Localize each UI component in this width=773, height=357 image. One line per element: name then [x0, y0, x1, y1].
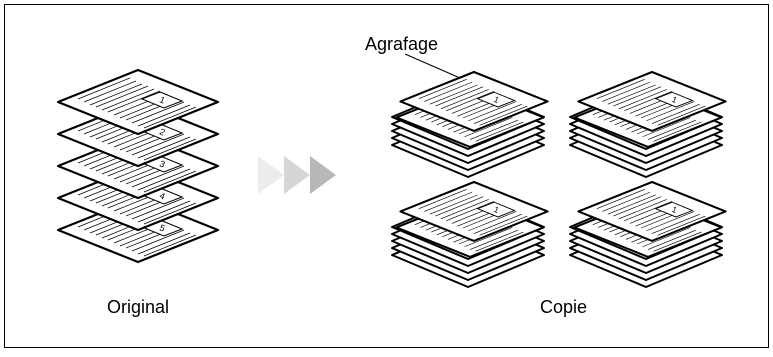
- copy-page-1: 1: [399, 70, 549, 132]
- page-number: 1: [671, 95, 679, 105]
- arrow-chevron: [258, 156, 284, 194]
- copy-set: 21: [391, 70, 549, 178]
- page-number: 1: [493, 205, 501, 215]
- original-page-4: 4: [56, 164, 220, 232]
- copy-sets: 21212121: [391, 70, 727, 288]
- original-stack: 5 4 3 2 1: [56, 68, 220, 264]
- original-page-2: 2: [56, 100, 220, 168]
- right-arrow-icon: [258, 156, 336, 194]
- copy-page-1: 1: [577, 70, 727, 132]
- page-number: 4: [158, 190, 166, 201]
- copy-page-1: 1: [577, 180, 727, 242]
- original-page-1: 1: [56, 68, 220, 136]
- arrow-chevron: [284, 156, 310, 194]
- copy-set: 21: [391, 180, 549, 288]
- page-number: 5: [158, 222, 166, 233]
- diagram-frame: [4, 4, 769, 348]
- original-label: Original: [107, 297, 169, 317]
- copy-page-1: 1: [399, 180, 549, 242]
- stapling-leader-line: [404, 53, 461, 79]
- original-page-5: 5: [56, 196, 220, 264]
- stapling-label: Agrafage: [365, 34, 438, 54]
- page-number: 3: [158, 158, 166, 169]
- copy-label: Copie: [540, 297, 587, 317]
- page-number: 2: [158, 126, 166, 137]
- page-number: 1: [493, 95, 501, 105]
- page-number: 1: [158, 94, 166, 105]
- original-page-3: 3: [56, 132, 220, 200]
- arrow-chevron: [310, 156, 336, 194]
- page-number: 1: [671, 205, 679, 215]
- copy-set: 21: [569, 70, 727, 178]
- copy-set: 21: [569, 180, 727, 288]
